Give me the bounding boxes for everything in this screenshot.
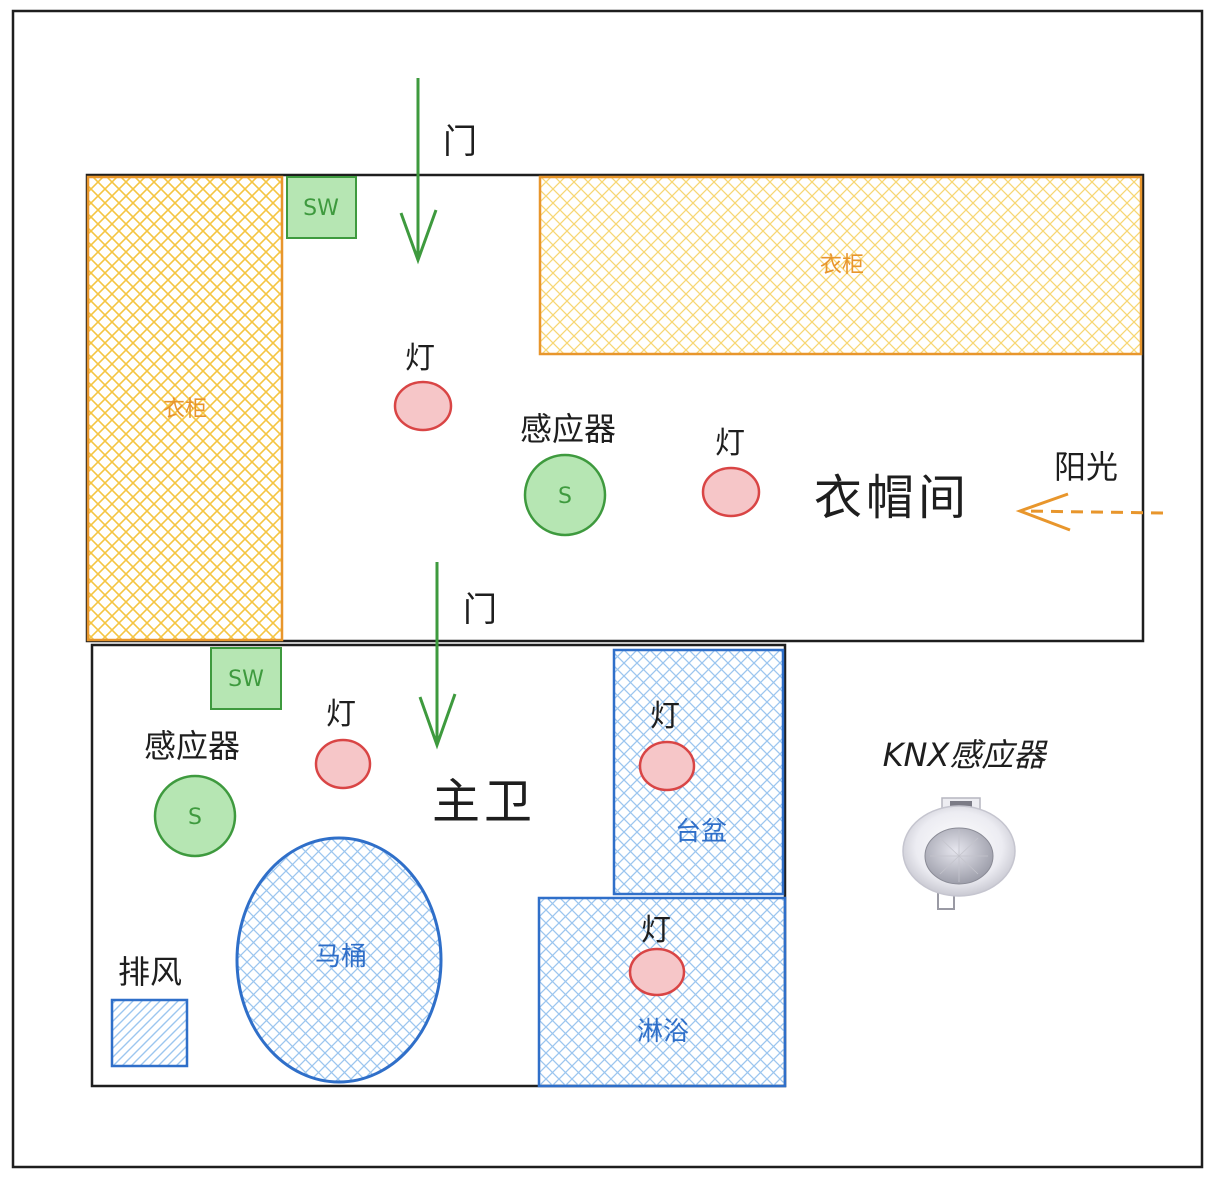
light-1: 灯 bbox=[393, 341, 453, 432]
sunlight-arrow: 阳光 bbox=[1015, 448, 1164, 532]
light-1-label: 灯 bbox=[405, 341, 435, 376]
light-5 bbox=[628, 947, 686, 997]
sensor-bathroom-title: 感应器 bbox=[144, 727, 240, 765]
knx-sensor: KNX感应器 bbox=[883, 736, 1049, 910]
knx-sensor-icon bbox=[902, 797, 1016, 910]
basin: 灯 台盆 bbox=[612, 648, 785, 896]
sensor-cloakroom: 感应器 S bbox=[520, 410, 616, 537]
basin-label: 台盆 bbox=[675, 817, 727, 847]
toilet: 马桶 bbox=[235, 836, 443, 1084]
light-5-label: 灯 bbox=[641, 913, 671, 948]
room-label-cloakroom: 衣帽间 bbox=[814, 470, 970, 526]
shower: 灯 淋浴 bbox=[537, 896, 787, 1088]
wardrobe-right-label: 衣柜 bbox=[820, 253, 864, 278]
switch-cloakroom-label: SW bbox=[303, 196, 339, 221]
sensor-bathroom: 感应器 S bbox=[144, 727, 240, 858]
door-label-bathroom: 门 bbox=[463, 590, 497, 630]
sensor-cloakroom-title: 感应器 bbox=[520, 410, 616, 448]
light-4 bbox=[638, 740, 696, 792]
knx-label: KNX感应器 bbox=[883, 736, 1049, 774]
toilet-label: 马桶 bbox=[315, 942, 367, 972]
wardrobe-right: 衣柜 bbox=[538, 175, 1143, 356]
exhaust-fan: 排风 bbox=[110, 953, 189, 1068]
room-label-bathroom: 主卫 bbox=[432, 774, 536, 830]
light-3-label: 灯 bbox=[326, 697, 356, 732]
light-4-label: 灯 bbox=[650, 699, 680, 734]
light-3: 灯 bbox=[314, 697, 372, 790]
sunlight-label: 阳光 bbox=[1054, 448, 1118, 486]
switch-bathroom: SW bbox=[210, 647, 282, 710]
light-2-label: 灯 bbox=[715, 426, 745, 461]
sensor-cloakroom-symbol: S bbox=[558, 484, 572, 509]
outer-frame bbox=[11, 9, 1204, 1169]
door-arrow-cloakroom: 门 bbox=[399, 78, 477, 265]
door-label-cloakroom: 门 bbox=[443, 122, 477, 162]
switch-bathroom-label: SW bbox=[228, 667, 264, 692]
light-2: 灯 bbox=[701, 426, 761, 518]
wardrobe-left: 衣柜 bbox=[86, 175, 284, 642]
shower-label: 淋浴 bbox=[637, 1017, 689, 1047]
wardrobe-left-label: 衣柜 bbox=[163, 397, 207, 422]
switch-cloakroom: SW bbox=[286, 176, 357, 239]
door-arrow-bathroom: 门 bbox=[418, 562, 497, 750]
sensor-bathroom-symbol: S bbox=[188, 805, 202, 830]
exhaust-label: 排风 bbox=[118, 953, 182, 991]
